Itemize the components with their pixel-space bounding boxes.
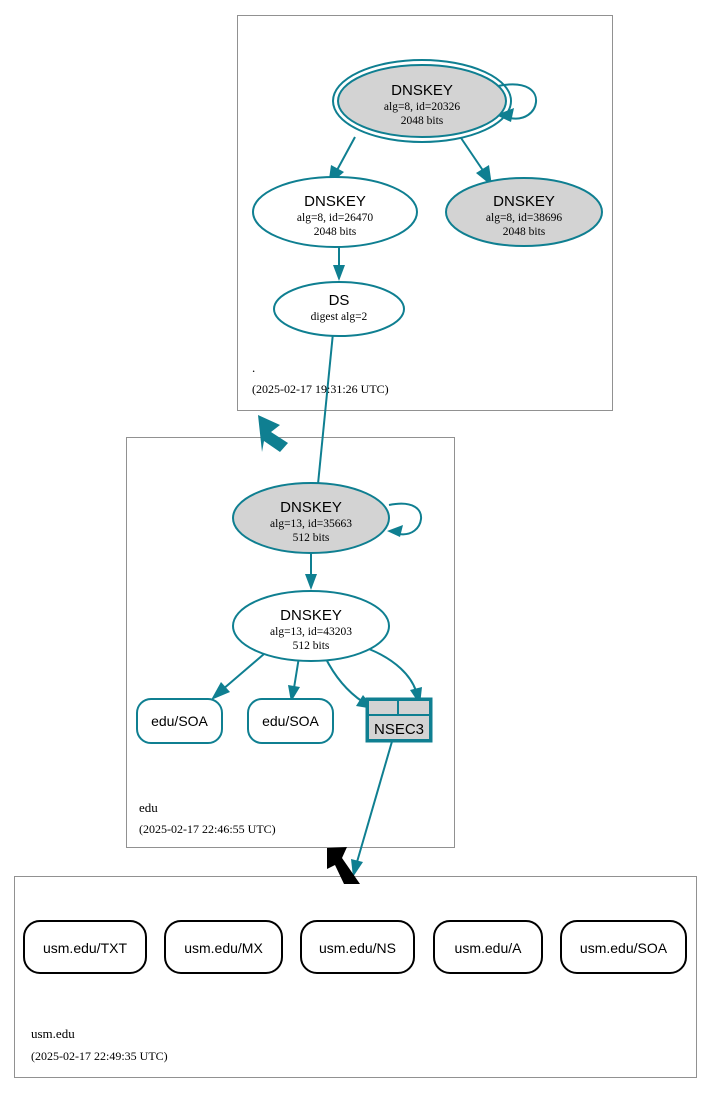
node-label: edu/SOA bbox=[262, 713, 319, 729]
node-subtitle-alg-id: alg=8, id=20326 bbox=[384, 101, 460, 113]
edge-edu-ksk-self-signature bbox=[387, 502, 423, 537]
zone-timestamp-root: (2025-02-17 19:31:26 UTC) bbox=[252, 382, 389, 396]
node-rrset-edu-soa-1[interactable]: edu/SOA bbox=[136, 698, 223, 744]
zone-cluster-usm-edu bbox=[14, 876, 697, 1078]
zone-timestamp-usm-edu: (2025-02-17 22:49:35 UTC) bbox=[31, 1049, 168, 1063]
node-rrset-usm-edu-txt[interactable]: usm.edu/TXT bbox=[23, 920, 147, 974]
edge-nsec3-to-usm-edu bbox=[351, 737, 394, 877]
edge-root-zsk-to-ds bbox=[333, 247, 345, 281]
node-title: DNSKEY bbox=[304, 193, 366, 210]
node-subtitle-digest-alg: digest alg=2 bbox=[311, 311, 368, 323]
node-subtitle-bits: 512 bits bbox=[293, 532, 330, 544]
node-nsec3-edu[interactable]: NSEC3 bbox=[365, 697, 433, 743]
node-subtitle-alg-id: alg=13, id=35663 bbox=[270, 518, 352, 530]
edge-edu-zsk-to-edu-soa-1 bbox=[211, 653, 265, 700]
node-title: DS bbox=[329, 292, 350, 309]
node-title: DNSKEY bbox=[493, 193, 555, 210]
zone-timestamp-edu: (2025-02-17 22:46:55 UTC) bbox=[139, 822, 276, 836]
node-subtitle-alg-id: alg=8, id=38696 bbox=[486, 212, 562, 224]
zone-label-edu: edu bbox=[139, 800, 158, 815]
node-rrset-usm-edu-ns[interactable]: usm.edu/NS bbox=[300, 920, 415, 974]
node-title: DNSKEY bbox=[280, 499, 342, 516]
node-dnskey-root-ksk-20326[interactable]: DNSKEY alg=8, id=20326 2048 bits bbox=[332, 59, 512, 143]
node-rrset-usm-edu-soa[interactable]: usm.edu/SOA bbox=[560, 920, 687, 974]
node-dnskey-root-zsk-26470[interactable]: DNSKEY alg=8, id=26470 2048 bits bbox=[252, 176, 418, 248]
node-title: DNSKEY bbox=[280, 607, 342, 624]
edge-edu-ksk-to-edu-zsk bbox=[305, 553, 317, 590]
node-subtitle-bits: 2048 bits bbox=[401, 115, 444, 127]
delegation-arrow-root-to-edu bbox=[258, 415, 288, 452]
node-subtitle-alg-id: alg=13, id=43203 bbox=[270, 626, 352, 638]
node-label: NSEC3 bbox=[374, 721, 424, 738]
node-subtitle-alg-id: alg=8, id=26470 bbox=[297, 212, 373, 224]
node-label: usm.edu/SOA bbox=[580, 940, 668, 956]
node-label: usm.edu/NS bbox=[319, 940, 396, 956]
delegation-arrow-edu-to-usm-edu bbox=[327, 847, 360, 884]
node-label: usm.edu/TXT bbox=[43, 940, 127, 956]
node-label: edu/SOA bbox=[151, 713, 208, 729]
node-subtitle-bits: 2048 bits bbox=[503, 226, 546, 238]
node-subtitle-bits: 2048 bits bbox=[314, 226, 357, 238]
zone-label-root: . bbox=[252, 360, 255, 375]
zone-label-usm-edu: usm.edu bbox=[31, 1026, 75, 1041]
node-dnskey-root-key-38696[interactable]: DNSKEY alg=8, id=38696 2048 bits bbox=[445, 177, 603, 247]
node-rrset-usm-edu-a[interactable]: usm.edu/A bbox=[433, 920, 543, 974]
node-title: DNSKEY bbox=[391, 82, 453, 99]
node-rrset-usm-edu-mx[interactable]: usm.edu/MX bbox=[164, 920, 283, 974]
node-label: usm.edu/A bbox=[455, 940, 523, 956]
node-label: usm.edu/MX bbox=[184, 940, 263, 956]
edge-edu-zsk-to-edu-soa-2 bbox=[288, 656, 300, 702]
node-dnskey-edu-ksk-35663[interactable]: DNSKEY alg=13, id=35663 512 bits bbox=[232, 482, 390, 554]
node-subtitle-bits: 512 bits bbox=[293, 640, 330, 652]
node-dnskey-edu-zsk-43203[interactable]: DNSKEY alg=13, id=43203 512 bits bbox=[232, 590, 390, 662]
node-rrset-edu-soa-2[interactable]: edu/SOA bbox=[247, 698, 334, 744]
node-ds-root[interactable]: DS digest alg=2 bbox=[273, 281, 405, 337]
